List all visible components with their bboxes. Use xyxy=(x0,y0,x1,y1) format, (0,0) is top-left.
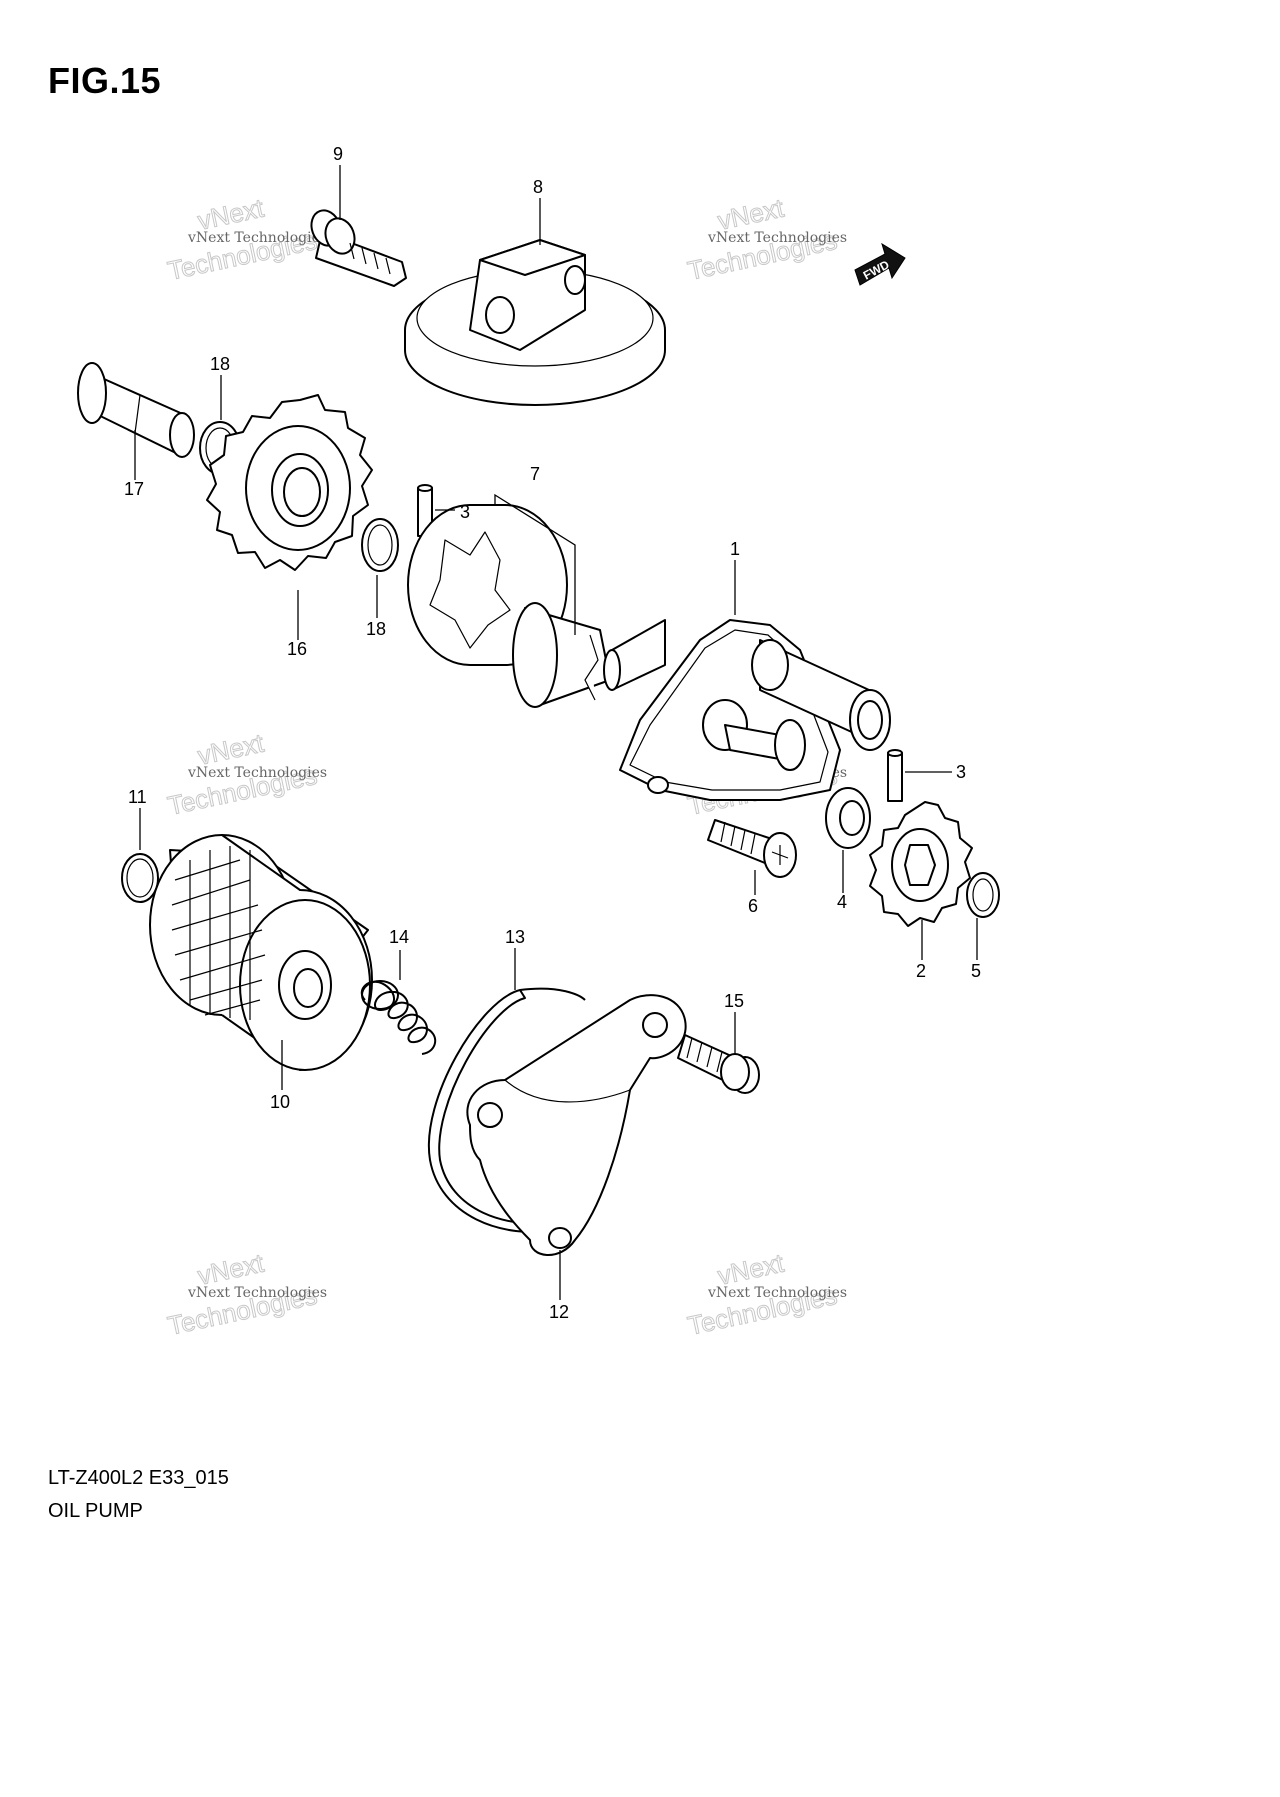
part-15-bolt xyxy=(677,1034,760,1094)
svg-text:vNext Technologies: vNext Technologies xyxy=(707,230,847,246)
watermark-top-left: vNext Technologies vNext Technologies xyxy=(165,192,328,286)
callout-1: 1 xyxy=(730,539,740,559)
part-3-dowel-pin-right xyxy=(887,749,903,802)
callout-8: 8 xyxy=(533,177,543,197)
callout-2: 2 xyxy=(916,961,926,981)
callout-3-upper: 3 xyxy=(460,502,470,522)
part-12-cover xyxy=(466,994,687,1256)
callout-16: 16 xyxy=(287,639,307,659)
callout-11: 11 xyxy=(128,787,147,807)
watermark-bottom-right: vNext Technologies vNext Technologies xyxy=(685,1247,848,1341)
callout-18-lower: 18 xyxy=(366,619,386,639)
part-2-drive-gear xyxy=(869,801,973,927)
part-7-rotor-set xyxy=(407,504,611,708)
svg-text:vNext Technologies: vNext Technologies xyxy=(187,765,327,781)
callout-labels: 9 8 18 17 7 3 16 18 1 3 11 6 4 2 5 14 13… xyxy=(124,144,981,1322)
part-6-screw xyxy=(707,819,797,878)
callout-9: 9 xyxy=(333,144,343,164)
part-3-dowel-pin-upper xyxy=(417,484,433,537)
callout-7: 7 xyxy=(530,464,540,484)
diagram-subtitle: OIL PUMP xyxy=(48,1500,143,1522)
callout-10: 10 xyxy=(270,1092,290,1112)
part-1-pump-body xyxy=(603,619,891,801)
callout-18-upper: 18 xyxy=(210,354,230,374)
svg-text:vNext Technologies: vNext Technologies xyxy=(707,1285,847,1301)
fwd-arrow-icon: FWD xyxy=(854,242,906,286)
callout-5: 5 xyxy=(971,961,981,981)
part-5-circlip xyxy=(966,872,1000,918)
part-11-o-ring xyxy=(121,853,159,903)
part-8-strainer-cap xyxy=(404,239,666,406)
svg-text:vNext Technologies: vNext Technologies xyxy=(187,230,327,246)
part-14-spring xyxy=(360,980,437,1055)
watermark-bottom-left: vNext Technologies vNext Technologies xyxy=(165,1247,328,1341)
part-4-washer xyxy=(825,787,871,849)
callout-4: 4 xyxy=(837,892,847,912)
part-18-circlip-lower xyxy=(361,518,399,572)
callout-13: 13 xyxy=(505,927,525,947)
figure-title: FIG.15 xyxy=(48,60,162,101)
leader-lines xyxy=(134,165,978,1300)
callout-17: 17 xyxy=(124,479,144,499)
callout-12: 12 xyxy=(549,1302,569,1322)
part-10-oil-filter xyxy=(149,834,373,1071)
callout-15: 15 xyxy=(724,991,744,1011)
watermark-top-right: vNext Technologies vNext Technologies xyxy=(685,192,848,286)
watermark-mid-left: vNext Technologies vNext Technologies xyxy=(165,727,328,821)
part-17-shaft xyxy=(77,362,195,458)
callout-3-right: 3 xyxy=(956,762,966,782)
part-9-bolt xyxy=(310,209,407,287)
part-16-gear xyxy=(206,394,373,571)
callout-14: 14 xyxy=(389,927,409,947)
svg-text:vNext Technologies: vNext Technologies xyxy=(187,1285,327,1301)
callout-6: 6 xyxy=(748,896,758,916)
diagram-reference-code: LT-Z400L2 E33_015 xyxy=(48,1467,229,1489)
